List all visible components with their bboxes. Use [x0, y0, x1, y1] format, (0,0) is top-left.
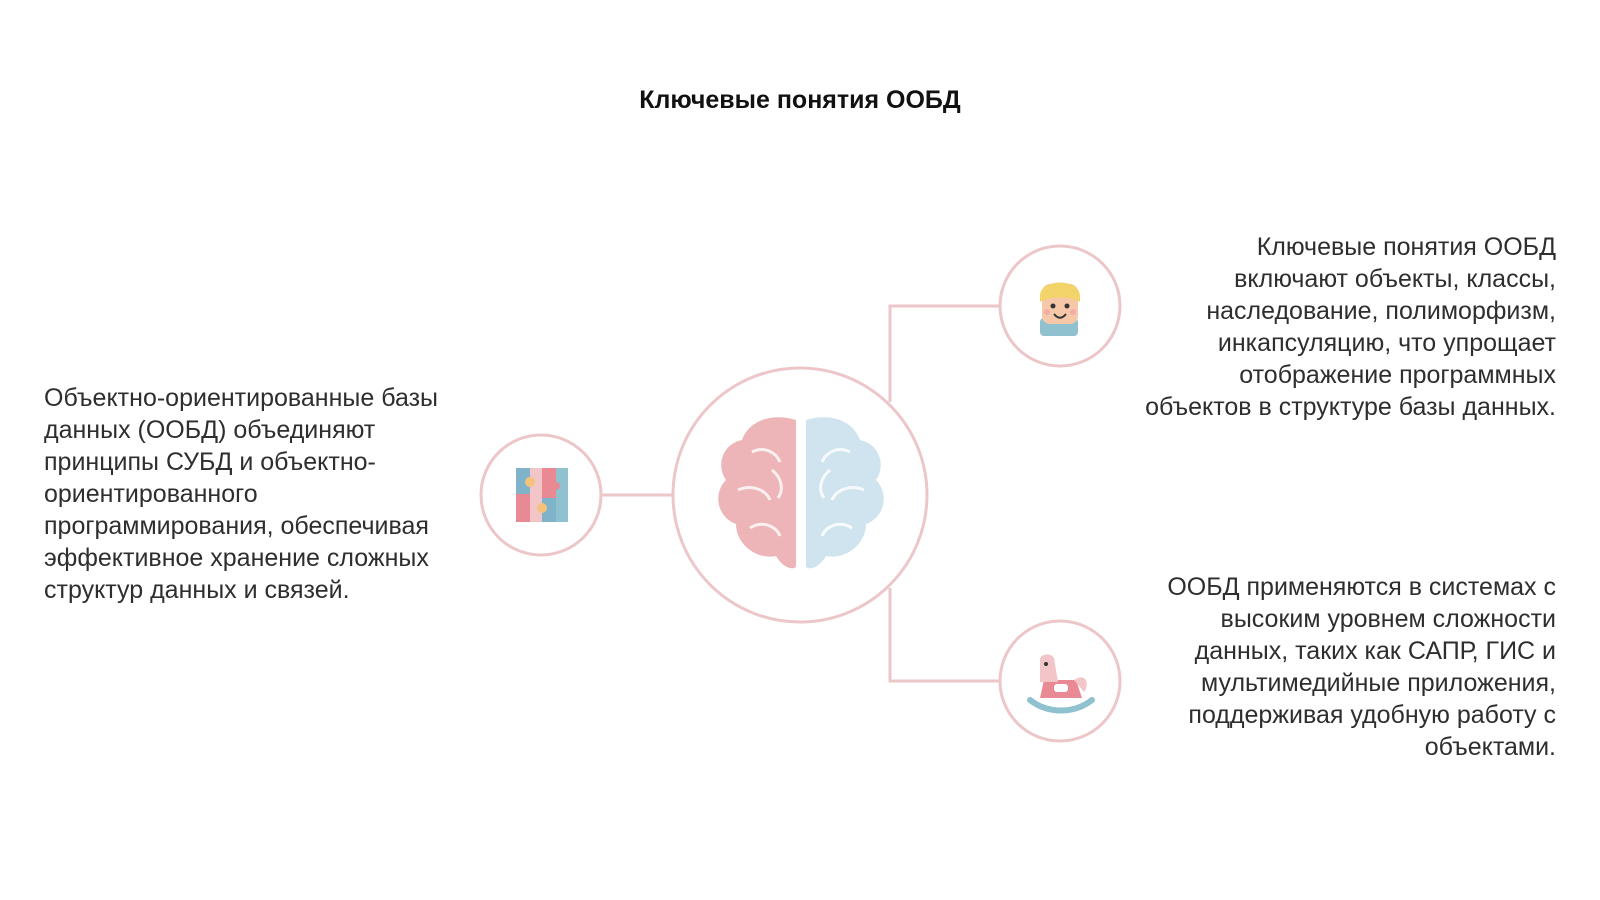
right-top-node — [998, 244, 1122, 368]
rocking-horse-icon — [1027, 654, 1095, 714]
page-title: Ключевые понятия ООБД — [639, 86, 961, 114]
connector-right-top — [888, 304, 1000, 402]
right-top-description: Ключевые понятия ООБД включают объекты, … — [1145, 233, 1556, 421]
connectors — [600, 304, 1000, 683]
brain-icon — [718, 417, 884, 569]
left-node — [479, 433, 603, 557]
left-description: Объектно-ориентированные базы данных (ОО… — [44, 384, 439, 604]
center-ring — [671, 366, 929, 624]
center-node — [671, 366, 929, 624]
right-bottom-node — [998, 619, 1122, 743]
right-bottom-description: ООБД применяются в системах с высоким ур… — [1167, 573, 1556, 761]
child-face-icon — [1040, 282, 1080, 336]
connector-right-bottom — [888, 588, 1000, 683]
puzzle-icon — [516, 468, 568, 522]
